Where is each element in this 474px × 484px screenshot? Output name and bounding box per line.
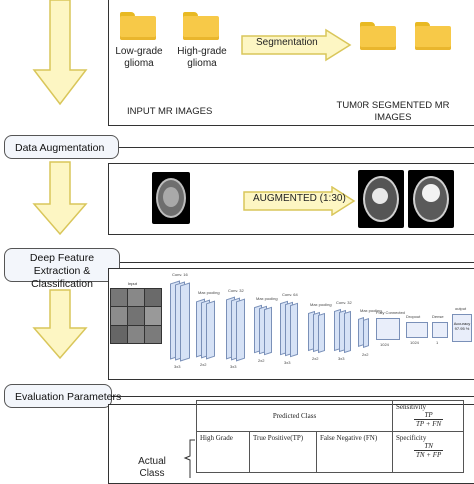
- cnn-layer-label: Max pooling: [310, 302, 332, 307]
- cnn-layer-block: [290, 302, 298, 358]
- segmentation-label: Segmentation: [256, 37, 318, 48]
- cnn-size-label: 2x2: [362, 352, 369, 357]
- cnn-layer-label: Max pooling: [360, 308, 382, 313]
- cnn-layer-label: Conv. 64: [282, 292, 298, 297]
- cnn-layer-block: [318, 312, 325, 354]
- cnn-layer-block: [363, 318, 369, 348]
- cnn-layer-label: Max pooling: [256, 296, 278, 301]
- segmented-folder-2-icon: [415, 22, 451, 50]
- evaluation-divider: [110, 396, 474, 397]
- low-grade-folder-icon: [120, 12, 156, 40]
- output-label: output: [455, 306, 467, 311]
- augmented-label: AUGMENTED (1:30): [253, 193, 346, 204]
- cnn-size-label: 3x3: [338, 356, 345, 361]
- cnn-size-label: 2x2: [312, 356, 319, 361]
- high-grade-folder-icon: [183, 12, 219, 40]
- feature-extraction-label: Deep Feature Extraction &Classification: [4, 248, 120, 290]
- feature-extraction-divider: [110, 262, 474, 263]
- cnn-layer-block: [236, 298, 245, 362]
- dense-size-label: 1024: [410, 340, 419, 345]
- row-bracket-icon: [183, 439, 195, 478]
- cnn-layer-label: Conv. 32: [336, 300, 352, 305]
- segmentation-arrow-icon: [241, 28, 352, 62]
- cnn-layer-block: [180, 282, 190, 362]
- cnn-layer-label: Conv. 16: [172, 272, 188, 277]
- true-positive-cell: True Positive(TP): [249, 431, 317, 473]
- data-augmentation-label: Data Augmentation: [4, 135, 119, 159]
- cnn-layer-label: Conv. 32: [228, 288, 244, 293]
- cnn-size-label: 3x3: [174, 364, 181, 369]
- cnn-layer-block: [206, 300, 215, 360]
- segmented-folder-1-icon: [360, 22, 396, 50]
- input-segmentation-panel: [108, 0, 474, 126]
- down-arrow-3-icon: [32, 289, 88, 360]
- predicted-class-cell: Predicted Class: [196, 400, 393, 432]
- output-accuracy-box: Accuracy 97.95 %: [452, 314, 472, 342]
- input-mri-grid: [110, 288, 162, 344]
- evaluation-parameters-label: Evaluation Parameters: [4, 384, 121, 408]
- cnn-size-label: 2x2: [200, 362, 207, 367]
- dense-layer-label: Dense: [432, 314, 444, 319]
- down-arrow-1-icon: [32, 0, 88, 106]
- down-arrow-2-icon: [32, 161, 88, 236]
- high-grade-cell: High Grade: [196, 431, 250, 473]
- cnn-layer-block: [344, 310, 351, 354]
- cnn-size-label: 2x2: [258, 358, 265, 363]
- input-brain-mri: [152, 172, 190, 224]
- dense-layer-block: [406, 322, 428, 338]
- cnn-layer-block: [264, 306, 272, 356]
- dense-layer-block: [376, 318, 400, 340]
- input-label: Input: [128, 281, 137, 286]
- false-negative-cell: False Negative (FN): [316, 431, 393, 473]
- dense-size-label: 1024: [380, 342, 389, 347]
- flow-arrows: [32, 0, 88, 360]
- augmentation-divider: [110, 147, 474, 148]
- augmented-brain-mri-2: [408, 170, 454, 228]
- augmented-arrow-icon: [243, 186, 356, 216]
- augmented-brain-mri-1: [358, 170, 404, 228]
- input-mr-images-caption: INPUT MR IMAGES: [127, 106, 213, 117]
- dense-layer-block: [432, 322, 448, 338]
- dense-layer-label: Dropout: [406, 314, 421, 319]
- dense-size-label: 1: [436, 340, 439, 345]
- dense-layer-label: Fully Connected: [376, 310, 405, 315]
- cnn-layer-label: Max pooling: [198, 290, 220, 295]
- cnn-size-label: 3x3: [284, 360, 291, 365]
- cnn-size-label: 3x3: [230, 364, 237, 369]
